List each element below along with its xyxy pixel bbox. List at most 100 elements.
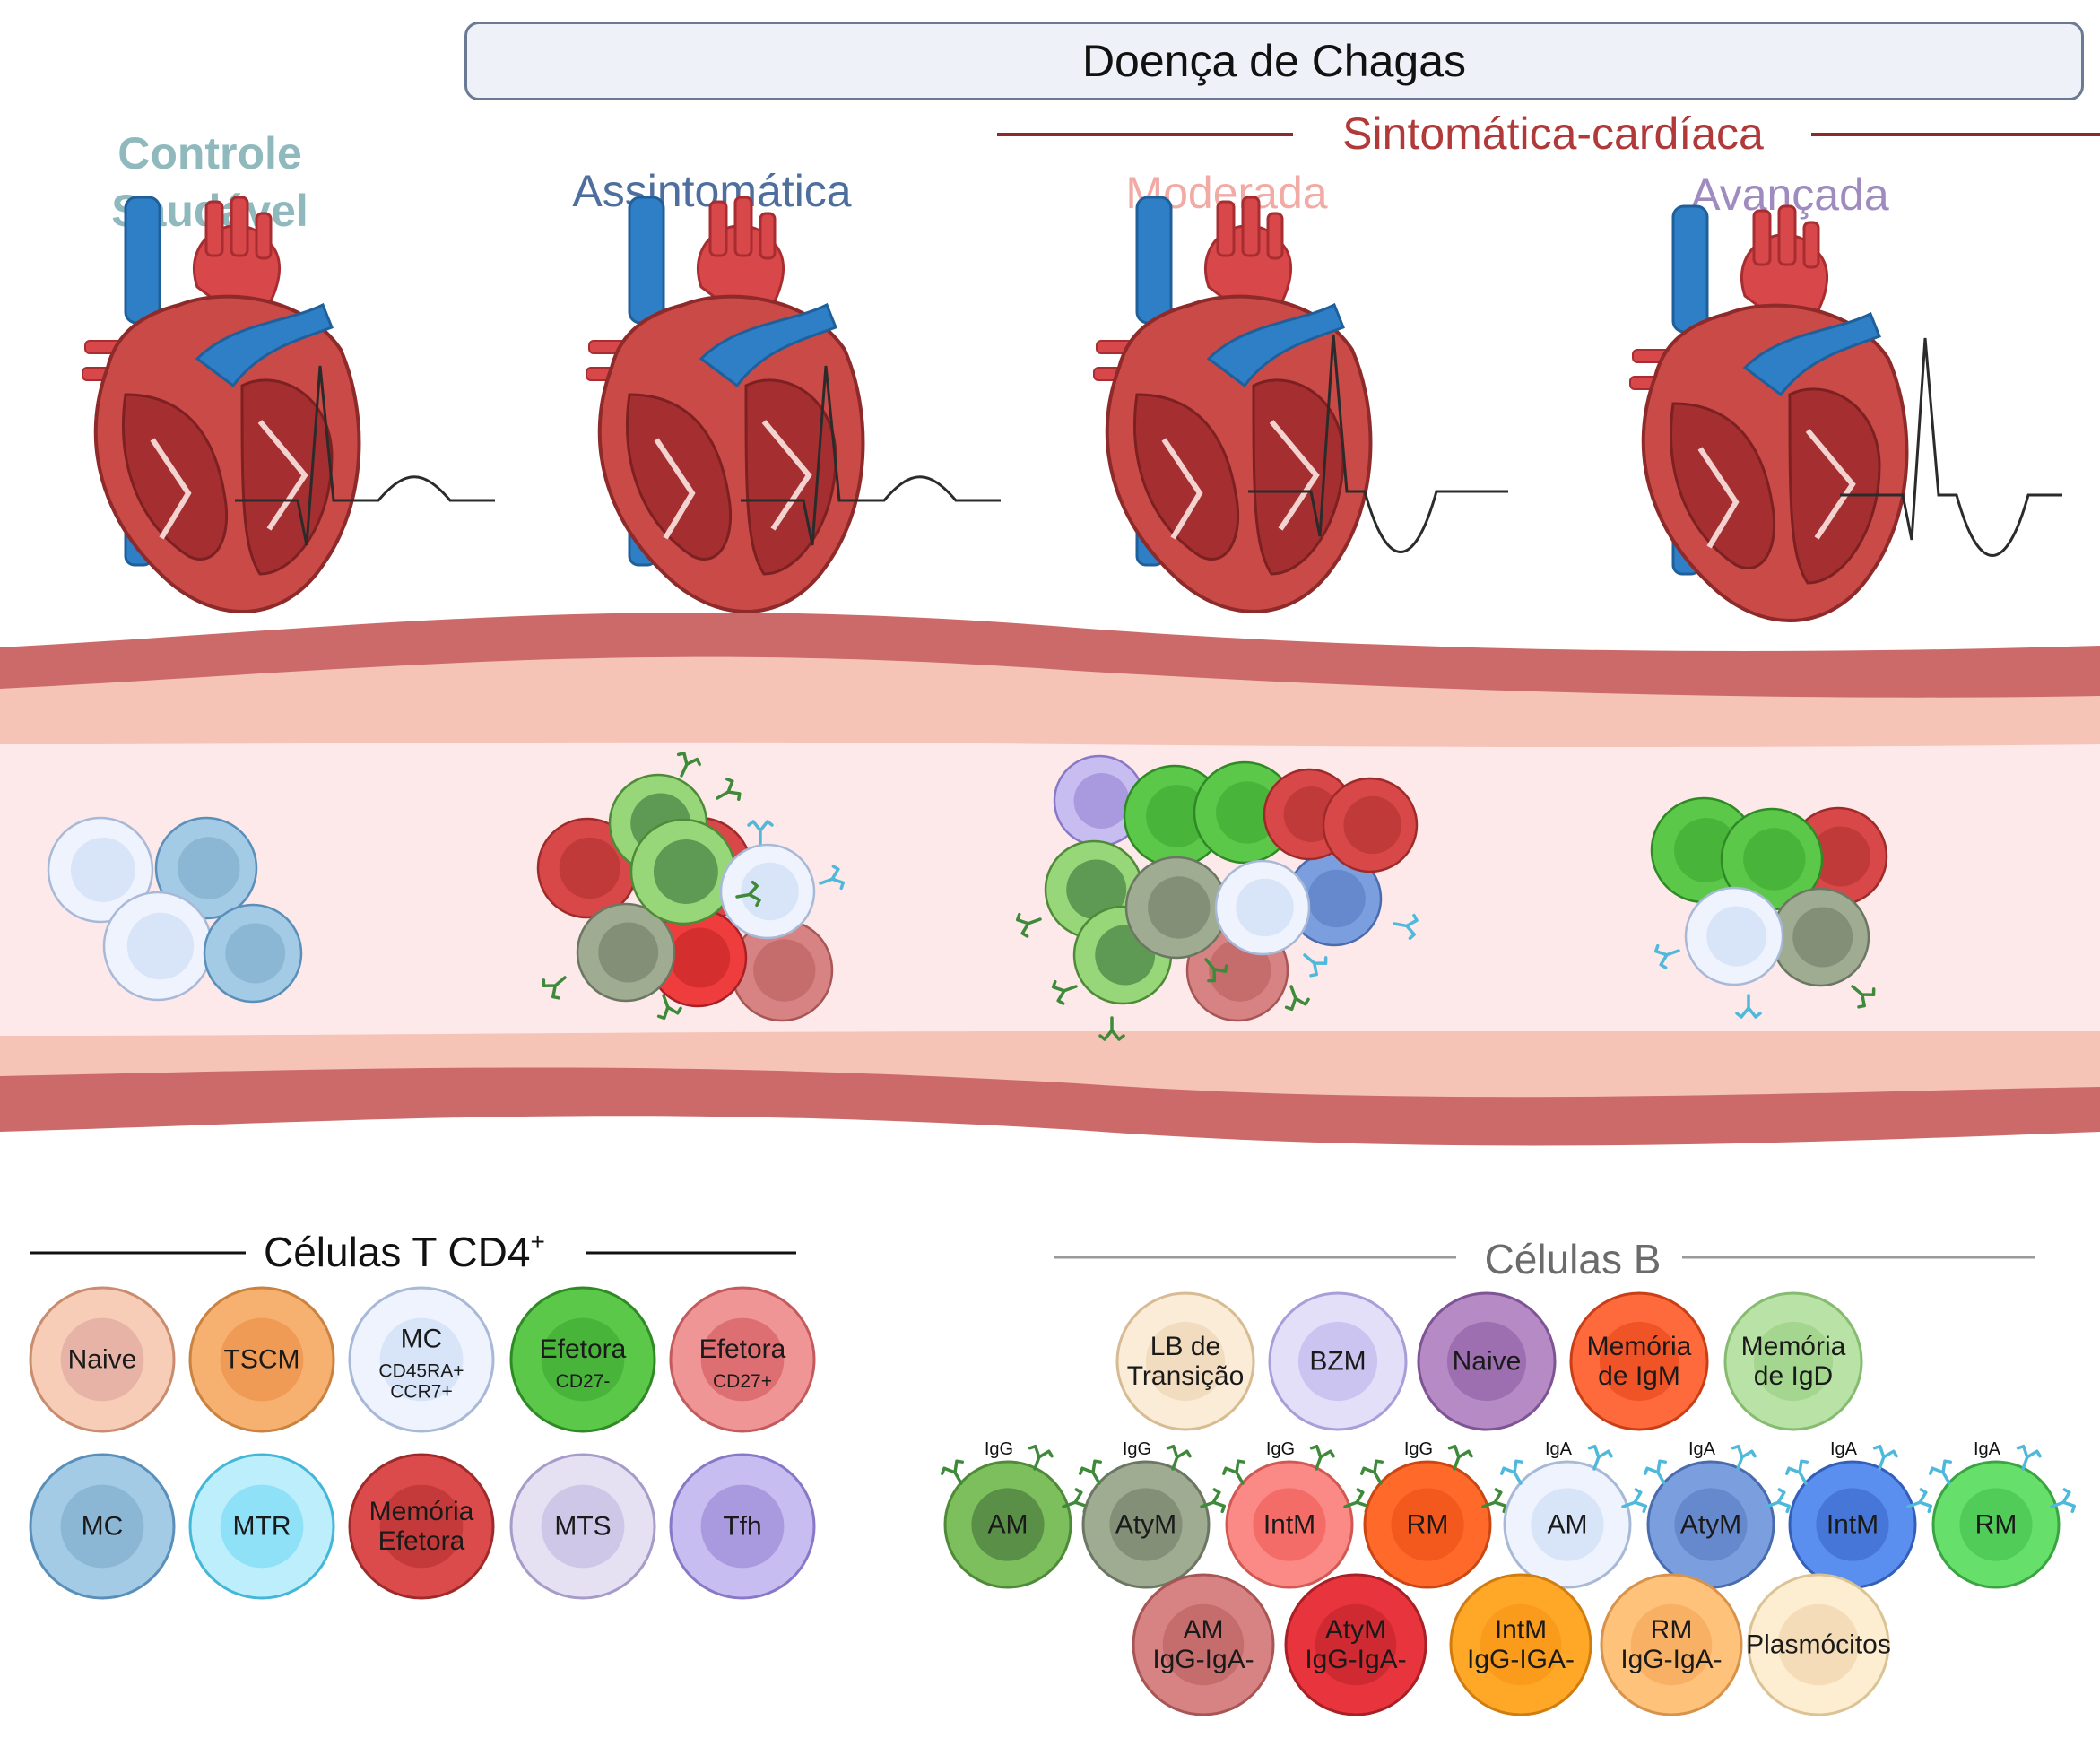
cell-nucleus (971, 1488, 1045, 1561)
cell-label: IgG-IgA- (1305, 1645, 1406, 1674)
cell (1720, 807, 1824, 911)
cell-nucleus (220, 1317, 304, 1402)
legend-cell-plasm-citos: Plasmócitos (1746, 1573, 1891, 1716)
antibody-icon (1499, 1459, 1524, 1485)
cell (536, 817, 638, 919)
cell-label: CD45RA+ (378, 1361, 464, 1382)
cell (719, 843, 816, 940)
antibody-icon (2050, 1488, 2077, 1514)
cell-nucleus (1145, 1321, 1226, 1402)
cell (647, 908, 748, 1008)
antibody-icon (1078, 1459, 1103, 1485)
cell (102, 891, 213, 1002)
antibody-icon (940, 1459, 965, 1485)
cell-label: TSCM (224, 1344, 300, 1374)
cell (1684, 886, 1784, 986)
cell-label: Memória (1741, 1332, 1846, 1361)
cell-label: Naive (1453, 1346, 1522, 1376)
cell-label: AM (1548, 1509, 1588, 1539)
cell-label: Transição (1127, 1361, 1245, 1391)
cell-cluster-control (47, 816, 303, 1004)
antibody-tag: IgA (1830, 1439, 1858, 1459)
antibody-icon (1051, 979, 1078, 1005)
antibody-icon (1735, 994, 1762, 1019)
cell (1770, 887, 1870, 987)
legend-cell-tfh: Tfh (669, 1453, 816, 1600)
cell-label: CD27+ (713, 1371, 772, 1392)
legend-b-heading: Células B (1485, 1236, 1662, 1282)
cell-nucleus (1391, 1488, 1464, 1561)
cell-nucleus (379, 1484, 464, 1569)
cell-label: Tfh (723, 1511, 761, 1541)
ecg-trace-2 (741, 365, 1001, 546)
cell-label: IntM (1263, 1509, 1315, 1539)
antibody-icon (1303, 953, 1328, 978)
antibody-tag: IgG (1123, 1439, 1151, 1459)
legend-cell-mtr: MTR (188, 1453, 335, 1600)
antibody-icon (656, 994, 682, 1021)
antibody-icon (1784, 1459, 1809, 1485)
symptomatic-group-header: Sintomática-cardíaca (997, 109, 2100, 159)
antibody-icon (1200, 1488, 1227, 1514)
cell-cluster-moderate (1015, 754, 1419, 1041)
antibody-icon (1166, 1444, 1192, 1471)
cell-cluster-advanced (1650, 796, 1888, 1019)
legend-cell-naive: Naive (29, 1286, 176, 1433)
cell-label: IntM (1495, 1615, 1547, 1645)
cell-label: de IgD (1754, 1361, 1833, 1391)
antibody-icon (1447, 1444, 1473, 1471)
stage-label-line1: Controle (117, 128, 302, 178)
cell (1124, 856, 1228, 960)
ecg-trace-4 (1840, 337, 2062, 557)
heart-icon-4 (1629, 204, 1909, 622)
cell-nucleus (60, 1317, 144, 1402)
legend-cell-mc: MC (29, 1453, 176, 1600)
cell-nucleus (1599, 1321, 1679, 1402)
cell (1286, 850, 1383, 947)
cell-label: MTS (554, 1511, 611, 1541)
antibody-tag: IgG (1266, 1439, 1295, 1459)
cell-label: LB de (1150, 1332, 1220, 1361)
antibody-icon (1621, 1488, 1648, 1514)
cell-nucleus (541, 1484, 625, 1569)
antibody-icon (1481, 1488, 1508, 1514)
cell-label: CCR7+ (390, 1382, 452, 1403)
cell-nucleus (1674, 1488, 1748, 1561)
cell-cluster-asymptomatic (536, 752, 846, 1022)
antibody-icon (1393, 913, 1419, 941)
cell-label: AM (988, 1509, 1028, 1539)
antibody-icon (1653, 943, 1680, 969)
cell-label: RM (1975, 1509, 2018, 1539)
cell-nucleus (1297, 1321, 1378, 1402)
cell-nucleus (700, 1317, 785, 1402)
cell-label: CD27- (556, 1371, 611, 1392)
cell-nucleus (379, 1317, 464, 1402)
title-banner: Doença de Chagas (464, 22, 2084, 100)
cell-nucleus (1253, 1488, 1326, 1561)
antibody-icon (1028, 1444, 1054, 1471)
antibody-icon (1872, 1444, 1898, 1471)
cell-label: Plasmócitos (1746, 1629, 1891, 1659)
antibody-icon (1284, 985, 1310, 1012)
antibody-tag: IgA (1974, 1439, 2001, 1459)
cell-label: RM (1407, 1509, 1449, 1539)
cell-nucleus (220, 1484, 304, 1569)
legend-t-heading-text: Células T CD4 (264, 1229, 530, 1275)
antibody-icon (1851, 985, 1876, 1009)
cell-label: AM (1184, 1615, 1224, 1645)
antibody-icon (819, 865, 846, 891)
cell-label: IgG-IgA- (1620, 1645, 1722, 1674)
